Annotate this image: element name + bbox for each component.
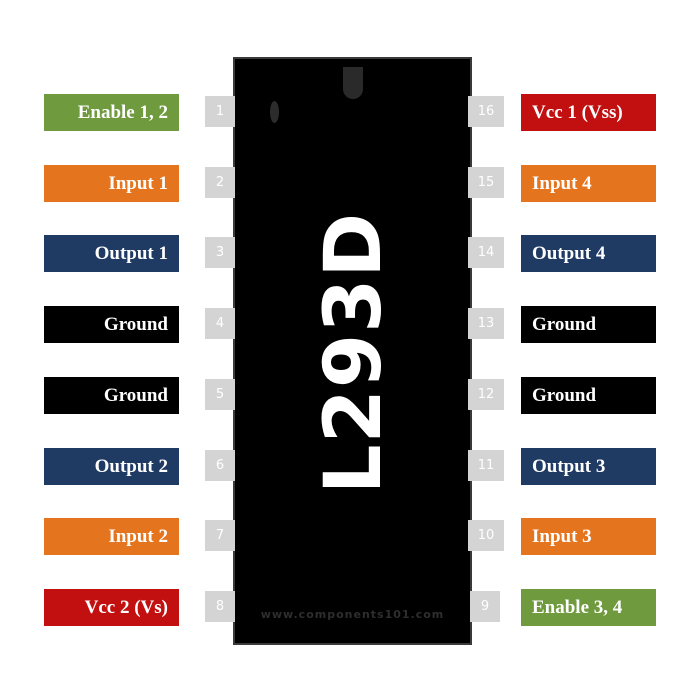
pin-4: 4 <box>205 308 235 339</box>
pin-label-4: Ground <box>44 306 179 343</box>
pin-13: 13 <box>468 308 504 339</box>
pin-12: 12 <box>468 379 504 410</box>
pin-2: 2 <box>205 167 235 198</box>
watermark: www.components101.com <box>260 608 445 621</box>
pin-1: 1 <box>205 96 235 127</box>
pin-label-6: Output 2 <box>44 448 179 485</box>
pin-6: 6 <box>205 450 235 481</box>
pin-label-3: Output 1 <box>44 235 179 272</box>
pin-label-13: Ground <box>521 306 656 343</box>
pin-label-7: Input 2 <box>44 518 179 555</box>
pin-10: 10 <box>468 520 504 551</box>
pin-label-14: Output 4 <box>521 235 656 272</box>
ic-body: L293D www.components101.com <box>233 57 472 645</box>
pin-5: 5 <box>205 379 235 410</box>
pin-8: 8 <box>205 591 235 622</box>
pin-14: 14 <box>468 237 504 268</box>
pin-label-12: Ground <box>521 377 656 414</box>
pin-label-15: Input 4 <box>521 165 656 202</box>
pin-15: 15 <box>468 167 504 198</box>
pin-16: 16 <box>468 96 504 127</box>
pin-3: 3 <box>205 237 235 268</box>
pin-7: 7 <box>205 520 235 551</box>
chip-name: L293D <box>309 211 399 495</box>
pin-label-2: Input 1 <box>44 165 179 202</box>
orientation-notch <box>343 67 363 99</box>
pin-label-8: Vcc 2 (Vs) <box>44 589 179 626</box>
pin1-marker-dot <box>270 101 279 123</box>
pin-9: 9 <box>470 591 500 622</box>
pin-label-10: Input 3 <box>521 518 656 555</box>
pin-11: 11 <box>468 450 504 481</box>
pin-label-16: Vcc 1 (Vss) <box>521 94 656 131</box>
pin-label-9: Enable 3, 4 <box>521 589 656 626</box>
pin-label-1: Enable 1, 2 <box>44 94 179 131</box>
pin-label-11: Output 3 <box>521 448 656 485</box>
pin-label-5: Ground <box>44 377 179 414</box>
